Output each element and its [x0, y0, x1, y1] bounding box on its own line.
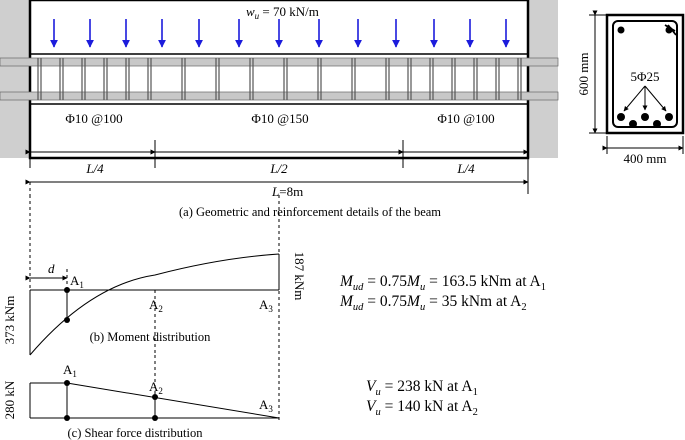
- moment-a1-label: A1: [70, 273, 84, 290]
- stirrup-label-mid: Φ10 @150: [251, 111, 308, 126]
- dim-left-quarter: L/4: [85, 161, 104, 176]
- shear-point-a1-bottom: [64, 415, 70, 421]
- shear-a3-label: A3: [259, 397, 273, 414]
- moment-diagram: d A1 A2 A3 373 kNm 187 kNm (b) Moment di…: [2, 195, 307, 420]
- equation-vu-a2: Vu = 140 kN at A2: [366, 398, 478, 418]
- load-label: wu = 70 kN/m: [246, 4, 319, 21]
- moment-right-value: 187 kNm: [292, 252, 307, 301]
- beam-outline: [28, 0, 530, 160]
- beam-elevation: wu = 70 kN/m Φ10 @100 Φ10 @150 Φ10 @100: [0, 0, 559, 160]
- equations: Mud = 0.75Mu = 163.5 kNm at A1 Mud = 0.7…: [339, 273, 546, 418]
- section-bars-label: 5Φ25: [630, 69, 659, 84]
- shear-a2-label: A2: [149, 379, 163, 396]
- dim-right-quarter: L/4: [456, 161, 475, 176]
- section-width-label: 400 mm: [624, 151, 667, 166]
- dimension-lines: [25, 140, 529, 195]
- bottom-bar-5: [665, 113, 673, 121]
- top-rebar-band: [0, 57, 559, 67]
- stirrup-label-right: Φ10 @100: [437, 111, 494, 126]
- equation-vu-a1: Vu = 238 kN at A1: [366, 378, 478, 398]
- bottom-bar-4: [653, 120, 661, 128]
- equation-mud-a1: Mud = 0.75Mu = 163.5 kNm at A1: [339, 273, 546, 293]
- shear-diagram: A1 A2 A3 280 kN (c) Shear force distribu…: [2, 355, 280, 440]
- left-support: [0, 0, 30, 158]
- shear-point-a2-bottom: [152, 415, 158, 421]
- section-stirrup: [612, 20, 678, 128]
- top-bar-right: [665, 26, 673, 34]
- cross-section: 5Φ25 600 mm 400 mm: [576, 10, 685, 166]
- shear-point-a2: [152, 394, 158, 400]
- stirrups: [37, 58, 522, 100]
- dim-span: L=8m: [271, 184, 303, 199]
- caption-c: (c) Shear force distribution: [67, 426, 203, 440]
- distributed-load-arrows: [50, 19, 510, 48]
- moment-point-a1-top: [64, 287, 70, 293]
- bottom-bar-1: [617, 113, 625, 121]
- dim-half: L/2: [269, 161, 288, 176]
- top-bar-left: [617, 26, 625, 34]
- moment-a3-label: A3: [259, 297, 273, 314]
- caption-a: (a) Geometric and reinforcement details …: [179, 205, 441, 219]
- moment-a2-label: A2: [149, 297, 163, 314]
- bottom-bar-2: [629, 120, 637, 128]
- right-support: [528, 0, 558, 158]
- shear-a1-label: A1: [63, 362, 77, 379]
- moment-d-label: d: [48, 261, 55, 276]
- shear-line: [66, 382, 280, 419]
- equation-mud-a2: Mud = 0.75Mu = 35 kNm at A2: [339, 293, 527, 313]
- stirrup-label-left: Φ10 @100: [65, 111, 122, 126]
- shear-left-value: 280 kN: [2, 380, 17, 419]
- moment-left-value: 373 kNm: [2, 296, 17, 345]
- section-height-label: 600 mm: [576, 53, 591, 96]
- moment-point-a1-curve: [64, 317, 70, 323]
- shear-point-a1-top: [64, 380, 70, 386]
- bottom-bar-3: [641, 113, 649, 121]
- caption-b: (b) Moment distribution: [90, 330, 212, 344]
- bottom-rebar-band: [0, 91, 559, 101]
